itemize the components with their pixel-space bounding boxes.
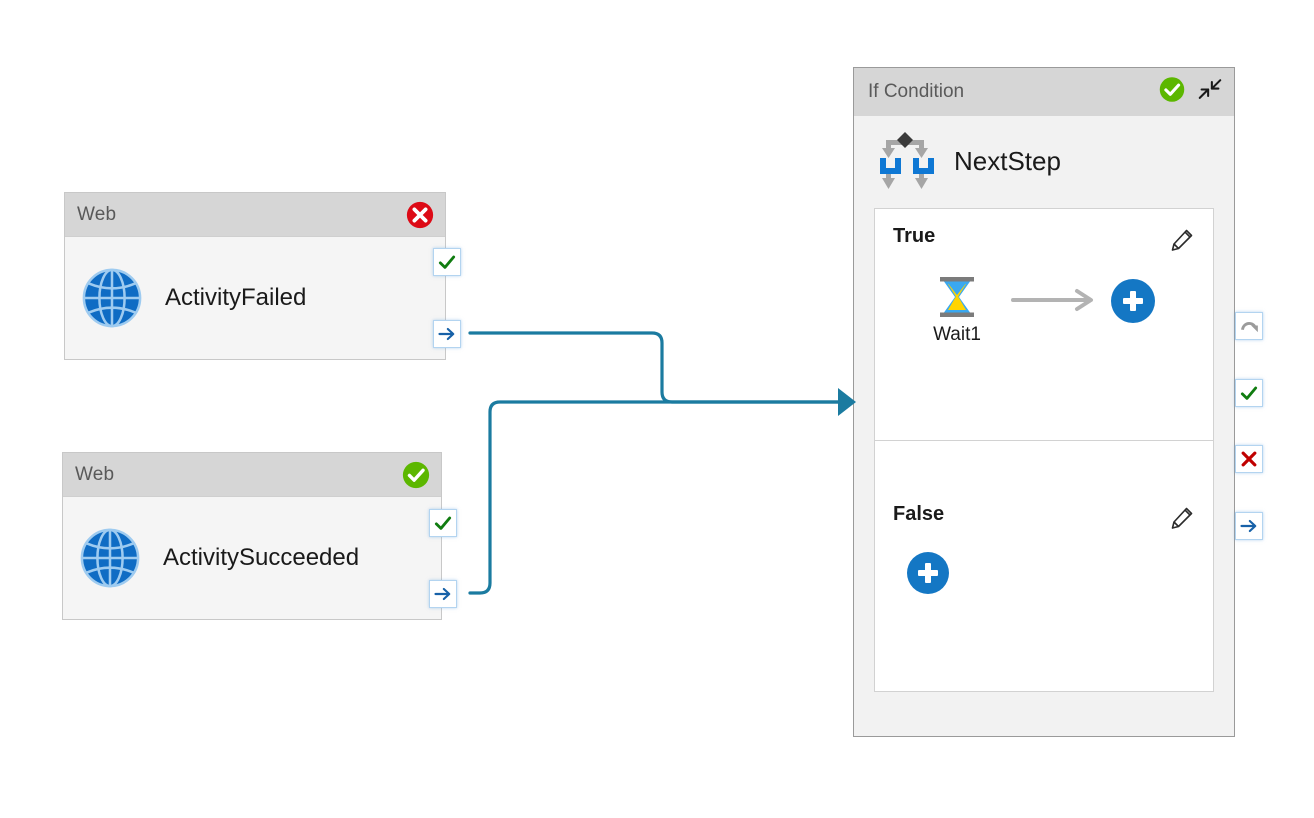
port-retry-icon[interactable] xyxy=(1235,312,1263,340)
collapse-diagonal-icon[interactable] xyxy=(1196,76,1224,109)
error-circle-icon xyxy=(405,200,435,230)
node-label: ActivityFailed xyxy=(165,284,307,311)
globe-icon xyxy=(81,267,143,329)
node-header: Web xyxy=(63,453,441,497)
activity-wait1[interactable]: Wait1 xyxy=(925,274,989,346)
if-condition-panel[interactable]: If Condition xyxy=(853,67,1263,737)
branch-label-true: True xyxy=(893,225,936,247)
port-success-check-icon[interactable] xyxy=(429,509,457,537)
if-condition-title: If Condition xyxy=(868,81,965,102)
port-next-arrow-right-icon[interactable] xyxy=(1235,512,1263,540)
node-header-title: Web xyxy=(77,203,117,225)
globe-icon xyxy=(79,527,141,589)
node-header-title: Web xyxy=(75,463,115,485)
port-next-arrow-right-icon[interactable] xyxy=(429,580,457,608)
branch-decision-icon xyxy=(872,130,938,192)
arrow-right-long-icon xyxy=(1011,288,1097,312)
node-label: ActivitySucceeded xyxy=(163,544,360,571)
if-condition-activity-row: NextStep xyxy=(854,116,1234,202)
port-next-arrow-right-icon[interactable] xyxy=(433,320,461,348)
branch-true[interactable]: True xyxy=(875,209,1213,441)
if-condition-header: If Condition xyxy=(854,68,1234,116)
branch-true-content: Wait1 xyxy=(893,274,1195,346)
node-body: ActivitySucceeded xyxy=(63,497,441,619)
activity-node-web-failed[interactable]: Web xyxy=(64,192,461,360)
branch-stack: True xyxy=(874,208,1214,692)
port-success-check-icon[interactable] xyxy=(433,248,461,276)
node-header: Web xyxy=(65,193,445,237)
add-activity-button-true[interactable] xyxy=(1111,279,1155,323)
success-circle-icon xyxy=(1158,76,1186,109)
branch-label-false: False xyxy=(893,503,945,525)
add-activity-button-false[interactable] xyxy=(907,552,949,594)
plus-icon xyxy=(1123,291,1143,311)
port-failure-cross-icon[interactable] xyxy=(1235,445,1263,473)
hourglass-icon xyxy=(934,274,980,320)
header-tools xyxy=(1158,76,1224,109)
activity-node-web-succeeded[interactable]: Web xyxy=(62,452,457,620)
branch-false[interactable]: False xyxy=(875,441,1213,691)
port-success-check-icon[interactable] xyxy=(1235,379,1263,407)
activity-wait1-label: Wait1 xyxy=(933,324,981,345)
pencil-icon[interactable] xyxy=(1169,227,1195,253)
success-circle-icon xyxy=(401,460,431,490)
connector-succeeded-to-if xyxy=(468,400,842,595)
node-body: ActivityFailed xyxy=(65,237,445,359)
connector-failed-to-if xyxy=(468,331,842,404)
if-condition-activity-name: NextStep xyxy=(954,145,1061,176)
plus-icon xyxy=(918,563,938,583)
pencil-icon[interactable] xyxy=(1169,505,1195,531)
